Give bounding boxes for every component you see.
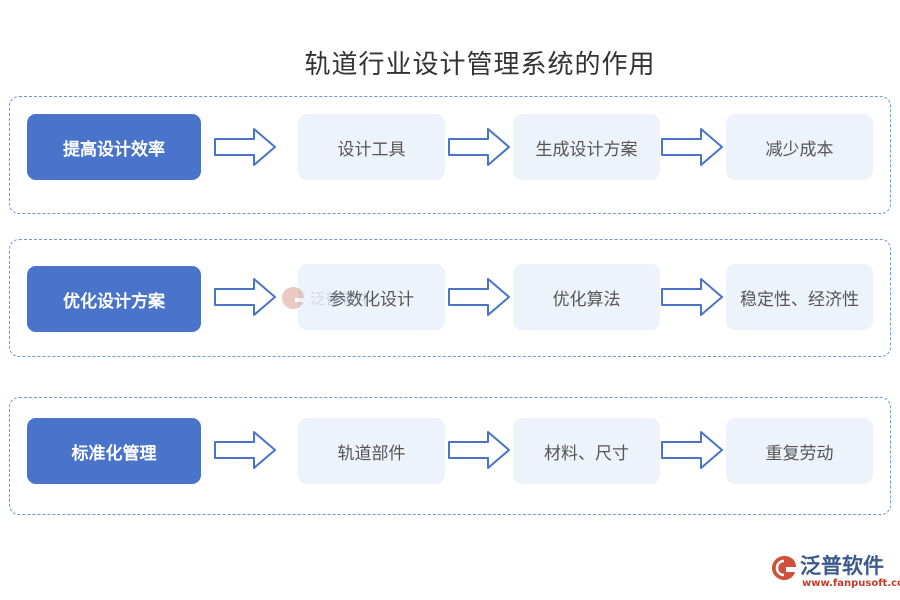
logo-url: www.fanpusoft.com (802, 578, 900, 589)
arrow-icon (661, 128, 723, 166)
row-container-1 (9, 96, 891, 214)
arrow-icon (661, 278, 723, 316)
row-3-step-3: 重复劳动 (726, 418, 873, 484)
logo-text: 泛普软件 (800, 554, 884, 578)
arrow-icon (661, 431, 723, 469)
arrow-icon (214, 128, 276, 166)
arrow-icon (214, 278, 276, 316)
arrow-icon (448, 431, 510, 469)
row-container-3 (9, 397, 891, 515)
diagram-title: 轨道行业设计管理系统的作用 (304, 50, 656, 80)
row-1-step-1: 设计工具 (298, 114, 445, 180)
row-container-2 (9, 239, 891, 357)
row-2-main-box: 优化设计方案 (27, 266, 201, 332)
arrow-icon (214, 431, 276, 469)
row-3-step-2: 材料、尺寸 (513, 418, 660, 484)
logo-icon (772, 556, 796, 580)
arrow-icon (448, 278, 510, 316)
row-2-step-3: 稳定性、经济性 (726, 264, 873, 330)
arrow-icon (448, 128, 510, 166)
watermark-faint: 泛普软件 (280, 281, 400, 315)
row-2-step-1: 参数化设计 (298, 264, 445, 330)
row-1-step-2: 生成设计方案 (513, 114, 660, 180)
row-3-step-1: 轨道部件 (298, 418, 445, 484)
logo-icon (282, 287, 304, 309)
brand-logo: 泛普软件 www.fanpusoft.com (770, 552, 900, 596)
row-1-step-3: 减少成本 (726, 114, 873, 180)
row-1-main-box: 提高设计效率 (27, 114, 201, 180)
watermark-faint-text: 泛普软件 (310, 289, 371, 308)
row-2-step-2: 优化算法 (513, 264, 660, 330)
row-3-main-box: 标准化管理 (27, 418, 201, 484)
